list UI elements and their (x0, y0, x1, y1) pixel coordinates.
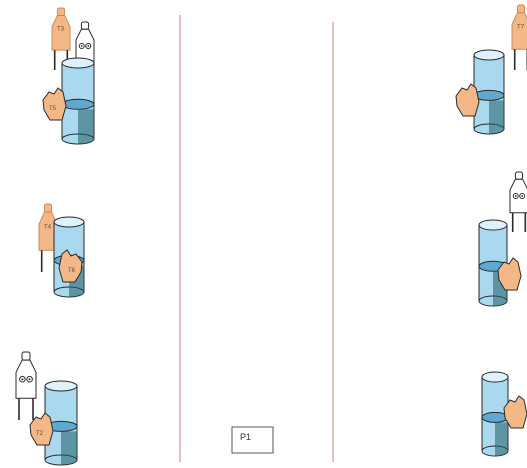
figure-pupil-left (21, 378, 23, 380)
figure-body (16, 360, 36, 398)
container-top-rim (54, 217, 84, 227)
figure-head (81, 22, 88, 29)
figure-body (52, 15, 70, 50)
hand-tag-label: T2 (36, 431, 44, 437)
figure-head (517, 5, 524, 13)
container-top-rim (45, 381, 77, 391)
container-divider-rim (62, 99, 94, 109)
standing-figure-tan: T7 (512, 5, 527, 70)
figure-head (22, 352, 30, 360)
hand-shape (456, 84, 479, 116)
hand-tag-label: T5 (49, 106, 57, 112)
figure-tag-label: T4 (44, 224, 52, 230)
container-top-rim (479, 220, 507, 230)
container-upper (62, 63, 94, 104)
pointing-hand: T5 (43, 88, 66, 120)
figure-tag-label: T7 (517, 24, 525, 30)
figure-head (44, 204, 51, 212)
water-container (474, 50, 504, 134)
container-shadow (78, 109, 94, 144)
figure-pupil-left (81, 45, 83, 47)
container-upper (474, 55, 504, 95)
container-shadow (495, 422, 508, 456)
p1-box: P1 (232, 427, 273, 453)
p1-box-label: P1 (240, 432, 251, 442)
figure-head (515, 172, 522, 179)
standing-figure-white (510, 172, 527, 232)
figure-tag-label: T3 (57, 26, 65, 32)
container-shadow (61, 431, 77, 465)
p1-box-frame (232, 427, 273, 453)
water-container (62, 58, 94, 144)
figure-group-right-3 (482, 372, 527, 456)
pointing-hand (456, 84, 479, 116)
figure-pupil-right (87, 45, 89, 47)
hand-shape (43, 88, 66, 120)
figure-group-left-3: T2 (16, 352, 77, 465)
container-top-rim (474, 50, 504, 60)
standing-figure-white (16, 352, 36, 420)
container-shadow (489, 100, 504, 134)
figure-head (57, 8, 64, 15)
figure-pupil-right (29, 378, 31, 380)
container-top-rim (62, 58, 94, 68)
container-top-rim (482, 372, 508, 382)
figure-group-right-1: T7 (456, 5, 527, 134)
figure-pupil-left (515, 195, 517, 197)
figure-group-right-2 (479, 172, 527, 306)
figure-pupil-right (521, 195, 523, 197)
container-upper (479, 225, 507, 266)
hand-tag-label: T6 (68, 268, 76, 274)
figure-body (512, 13, 527, 49)
